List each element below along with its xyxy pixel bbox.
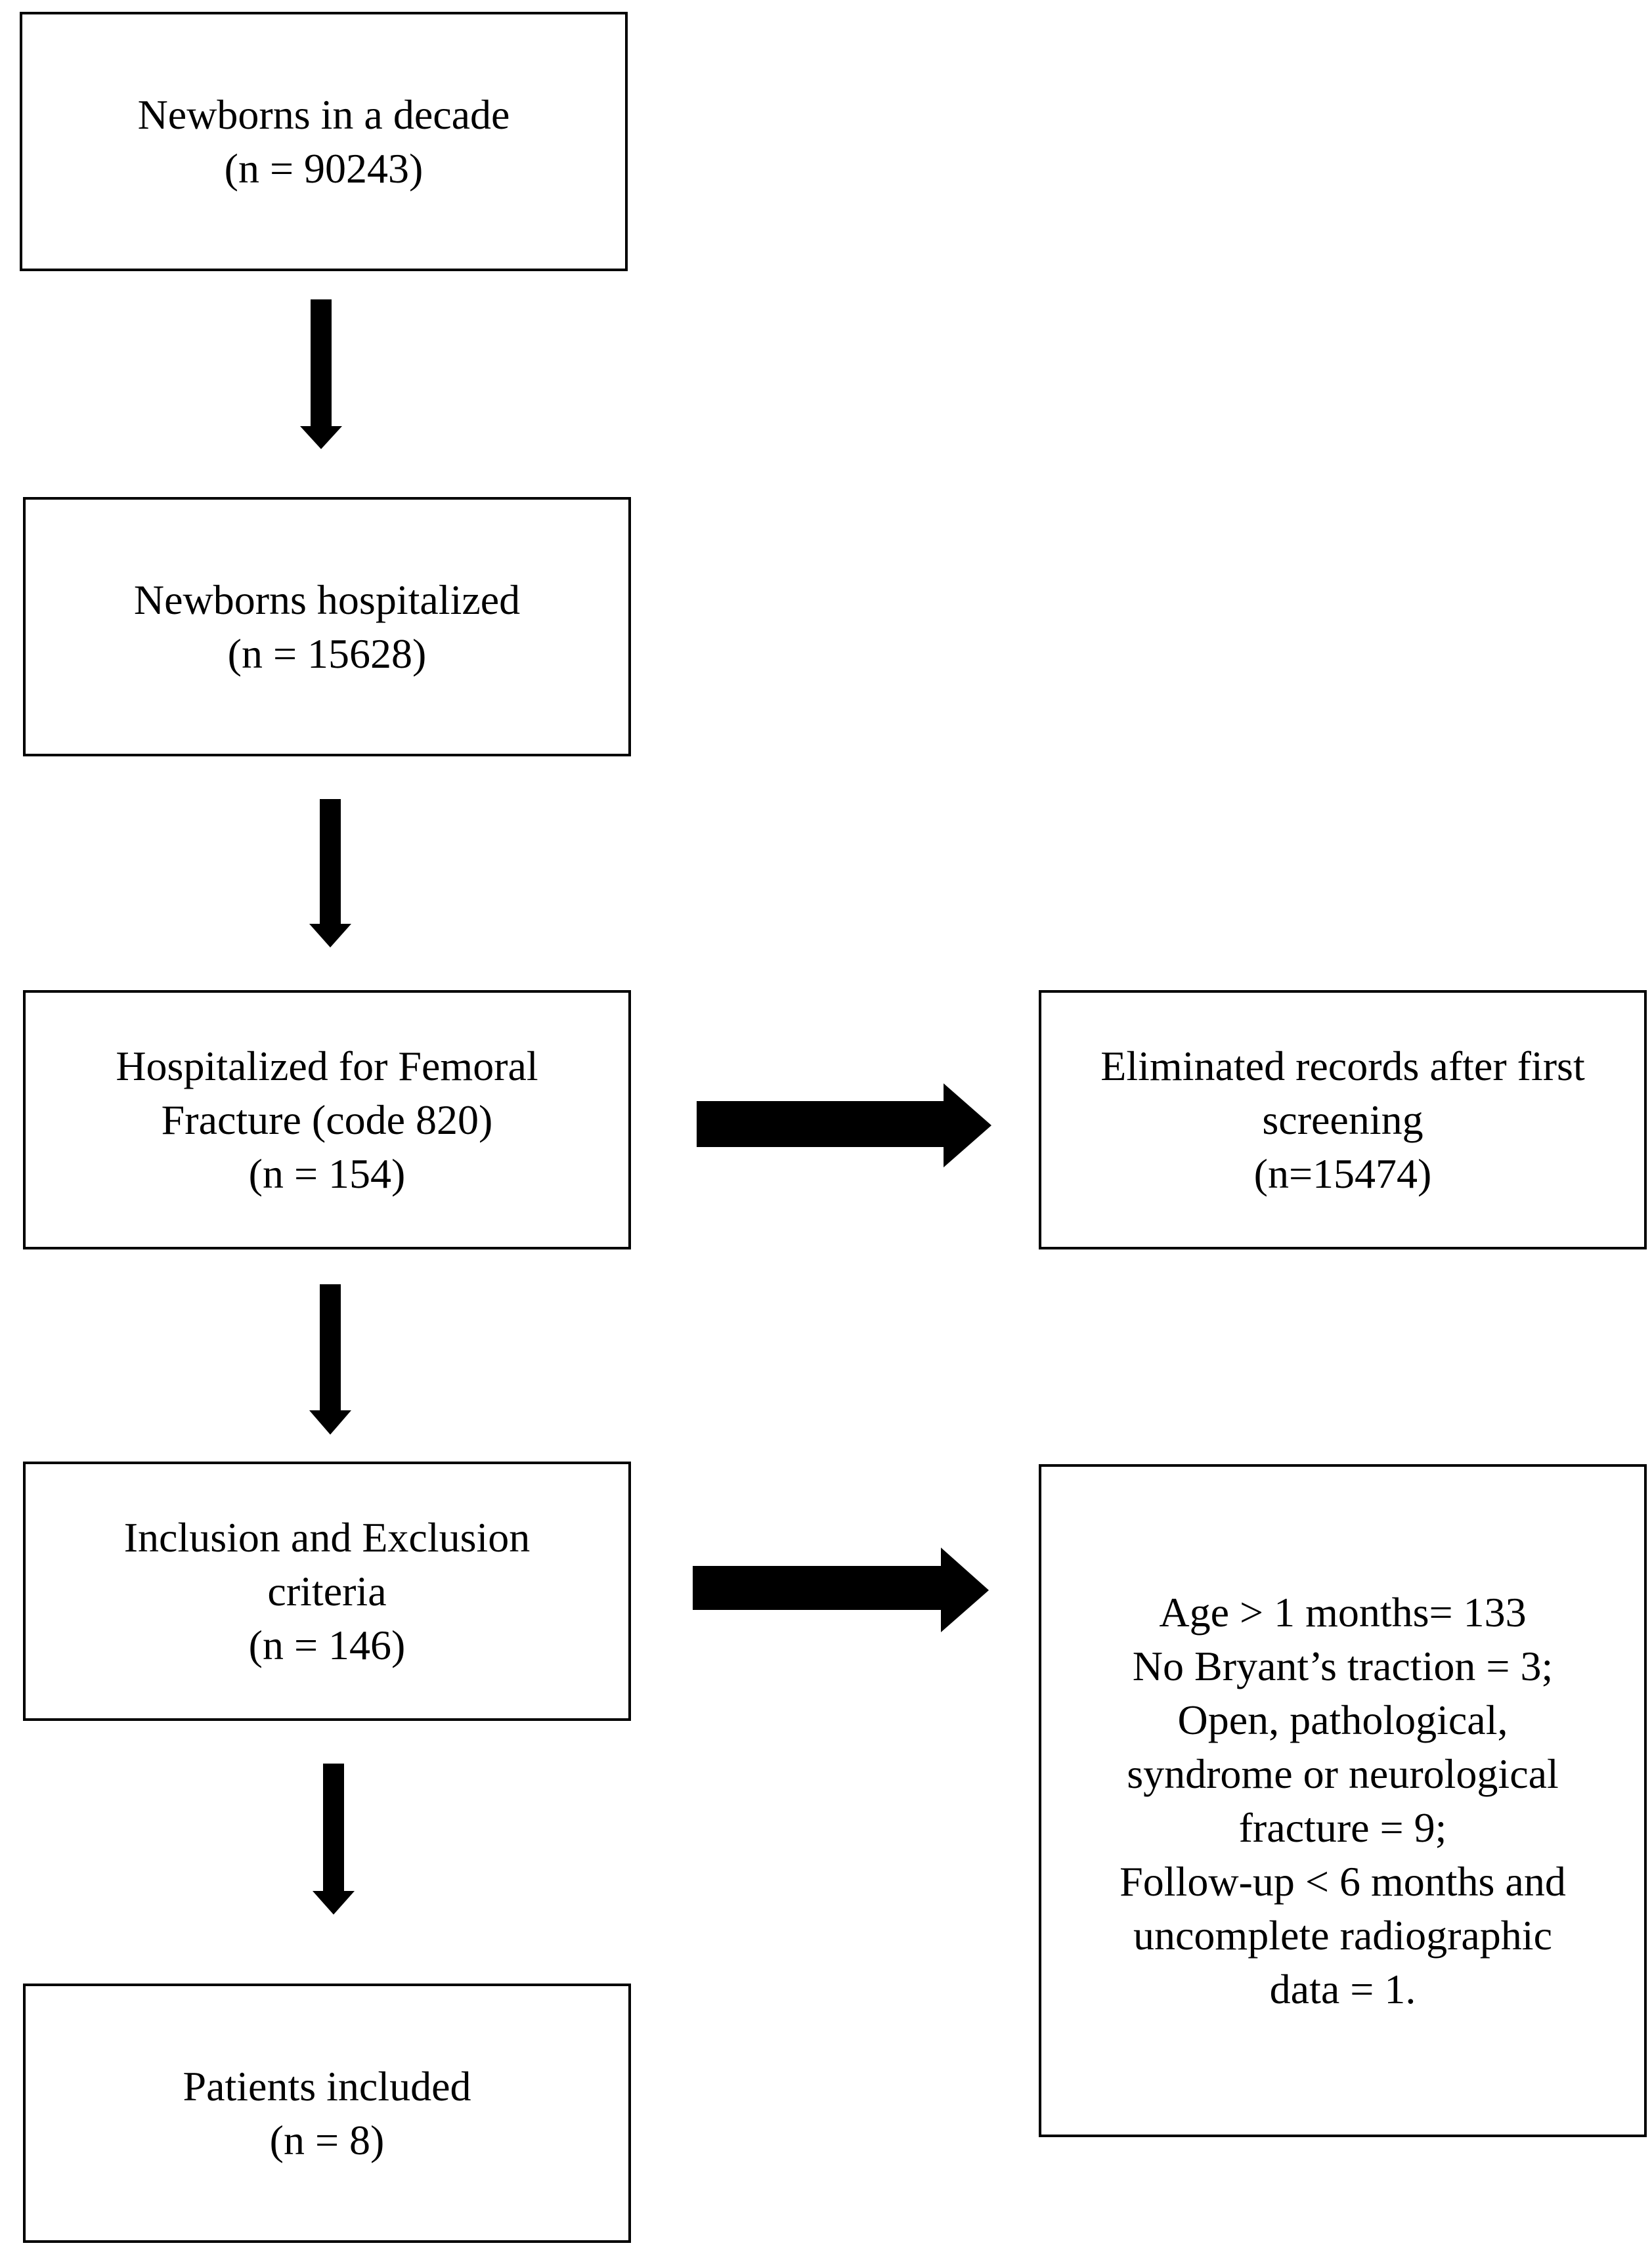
reason-line: data = 1. [1269,1965,1416,2012]
reason-line: Open, pathological, [1177,1696,1508,1743]
reason-line: uncomplete radiographic [1133,1911,1552,1959]
criteria-count: (n = 146) [248,1621,406,1668]
reason-line: No Bryant’s traction = 3; [1132,1642,1554,1689]
right-arrow-icon [697,1083,991,1167]
reason-line: fracture = 9; [1238,1804,1447,1851]
newborns-label: Newborns in a decade [137,91,510,138]
inclusion-exclusion-box: Inclusion and Exclusion criteria (n = 14… [23,1462,631,1721]
criteria-label-line1: Inclusion and Exclusion [123,1513,531,1561]
hospitalized-box: Newborns hospitalized (n = 15628) [23,497,631,756]
right-arrow-icon [693,1548,989,1632]
femoral-fracture-box: Hospitalized for Femoral Fracture (code … [23,990,631,1249]
reason-line: Follow-up < 6 months and [1119,1857,1566,1905]
femoral-count: (n = 154) [248,1150,406,1197]
down-arrow-icon [309,1284,351,1435]
eliminated-count: (n=15474) [1253,1150,1432,1197]
eliminated-records-box: Eliminated records after first screening… [1039,990,1647,1249]
newborns-count: (n = 90243) [224,144,424,192]
down-arrow-icon [313,1764,355,1915]
eliminated-label-line2: screening [1262,1096,1424,1143]
hospitalized-count: (n = 15628) [227,630,427,677]
exclusion-reasons-box: Age > 1 months= 133 No Bryant’s traction… [1039,1464,1647,2137]
hospitalized-label: Newborns hospitalized [133,576,521,623]
newborns-box: Newborns in a decade (n = 90243) [20,12,628,271]
criteria-label-line2: criteria [267,1567,387,1615]
femoral-label-line1: Hospitalized for Femoral [116,1042,538,1089]
femoral-label-line2: Fracture (code 820) [161,1096,493,1143]
reason-line: Age > 1 months= 133 [1159,1588,1527,1636]
down-arrow-icon [309,799,351,947]
eliminated-label-line1: Eliminated records after first [1100,1042,1585,1089]
included-label: Patients included [183,2062,471,2110]
down-arrow-icon [300,299,342,449]
included-count: (n = 8) [269,2116,385,2163]
reason-line: syndrome or neurological [1127,1750,1559,1797]
patients-included-box: Patients included (n = 8) [23,1984,631,2243]
